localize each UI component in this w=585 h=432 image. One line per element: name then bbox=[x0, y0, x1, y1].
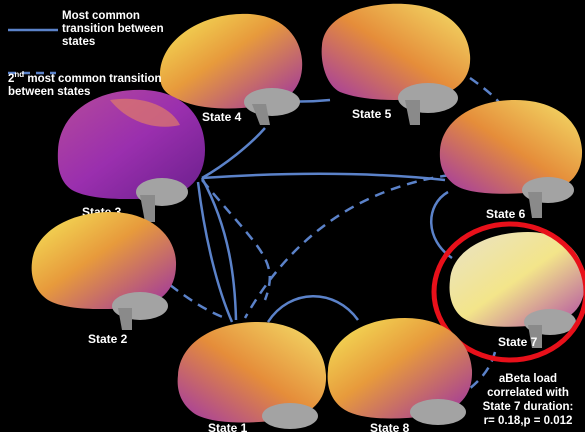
state-label: State 1 bbox=[208, 421, 248, 432]
state-label: State 4 bbox=[202, 110, 242, 124]
annotation-line: State 7 duration: bbox=[468, 400, 585, 414]
brain-cerebellum bbox=[262, 403, 318, 429]
annotation-line: r= 0.18,p = 0.012 bbox=[468, 414, 585, 428]
annotation-line: correlated with bbox=[468, 386, 585, 400]
state-label: State 5 bbox=[352, 107, 392, 121]
connector-state3-state6 bbox=[202, 174, 445, 180]
brain-state6: State 6 bbox=[440, 100, 582, 221]
legend-solid-label: Most common transition between states bbox=[62, 10, 172, 49]
brain-stem bbox=[528, 192, 542, 218]
brain-state2: State 2 bbox=[32, 212, 176, 346]
legend-dashed-superscript: nd bbox=[14, 70, 24, 79]
state-label: State 7 bbox=[498, 335, 538, 349]
brain-state3: State 3 bbox=[58, 90, 205, 222]
brain-cortex bbox=[322, 4, 471, 100]
state-label: State 8 bbox=[370, 421, 410, 432]
solid-connectors bbox=[198, 100, 452, 322]
dashed-state2-state1 bbox=[170, 285, 225, 318]
brain-stem bbox=[405, 100, 420, 125]
brain-state5: State 5 bbox=[322, 4, 471, 125]
connector-state3-state4 bbox=[202, 128, 265, 178]
annotation-line: aBeta load bbox=[468, 372, 585, 386]
brain-cerebellum bbox=[410, 399, 466, 425]
legend-dashed-label: 2nd most common transition between state… bbox=[8, 68, 178, 99]
state-label: State 2 bbox=[88, 332, 128, 346]
brain-cerebellum bbox=[244, 88, 300, 116]
legend-dashed-suffix: most common transition between states bbox=[8, 73, 162, 98]
correlation-annotation: aBeta load correlated with State 7 durat… bbox=[468, 372, 585, 428]
brain-state1: State 1 bbox=[178, 322, 326, 432]
brain-stem bbox=[118, 308, 132, 330]
state-label: State 6 bbox=[486, 207, 526, 221]
connector-state1-state8 bbox=[268, 296, 358, 322]
dashed-state6-state1 bbox=[245, 175, 450, 318]
brain-state7: State 7 bbox=[450, 232, 585, 349]
brain-state8: State 8 bbox=[328, 318, 472, 432]
